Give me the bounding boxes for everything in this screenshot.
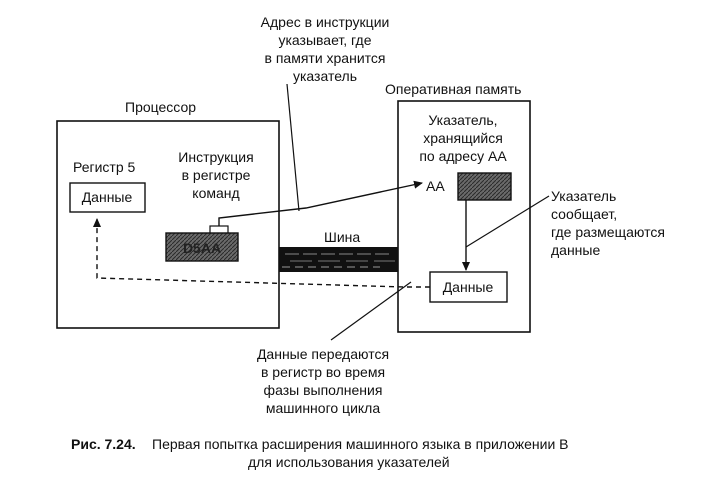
pointer-label-line-3: по адресу AA — [419, 148, 507, 164]
callout-bottom-leader — [330, 281, 412, 341]
address-label: AA — [426, 178, 445, 194]
processor-label: Процессор — [125, 99, 196, 115]
pointer-cell — [457, 172, 512, 201]
instr-label-line-1: Инструкция — [178, 149, 253, 165]
callout-bottom-line-2: в регистр во время — [261, 364, 385, 380]
callout-bottom-line-1: Данные передаются — [257, 346, 389, 362]
caption-text-line-1: Первая попытка расширения машинного язык… — [152, 436, 569, 452]
bus-label: Шина — [324, 229, 360, 245]
instr-label-line-2: в регистре — [182, 167, 251, 183]
callout-right-leader — [465, 195, 550, 248]
callout-right-line-4: данные — [551, 242, 600, 258]
memory-data-value: Данные — [443, 279, 494, 295]
register-box — [69, 182, 146, 213]
instruction-register — [165, 232, 239, 262]
caption-number: Рис. 7.24. — [71, 436, 136, 452]
callout-bottom-line-3: фазы выполнения — [264, 382, 383, 398]
pointer-label-line-1: Указатель, — [428, 112, 497, 128]
callout-right-line-2: сообщает, — [551, 206, 617, 222]
caption-text-line-2: для использования указателей — [248, 454, 450, 470]
bus-bar — [279, 247, 398, 272]
data-transfer-path — [93, 218, 430, 288]
register-value: Данные — [82, 189, 133, 205]
callout-top-line-4: указатель — [293, 68, 357, 84]
processor-box — [56, 120, 280, 329]
instr-label-line-3: команд — [192, 185, 239, 201]
callout-right-line-3: где размещаются — [551, 224, 665, 240]
callout-top-line-2: указывает, где — [278, 32, 371, 48]
callout-top-line-1: Адрес в инструкции — [261, 14, 390, 30]
callout-right-line-1: Указатель — [551, 188, 616, 204]
instr-value: D5AA — [183, 240, 221, 256]
register-label: Регистр 5 — [73, 159, 136, 175]
address-arrow — [218, 180, 423, 226]
callout-bottom-line-4: машинного цикла — [266, 400, 380, 416]
memory-box — [397, 100, 531, 333]
pointer-label-line-2: хранящийся — [423, 130, 503, 146]
callout-top-leader — [286, 83, 300, 212]
memory-label: Оперативная память — [385, 81, 521, 97]
callout-top-line-3: в памяти хранится — [265, 50, 386, 66]
